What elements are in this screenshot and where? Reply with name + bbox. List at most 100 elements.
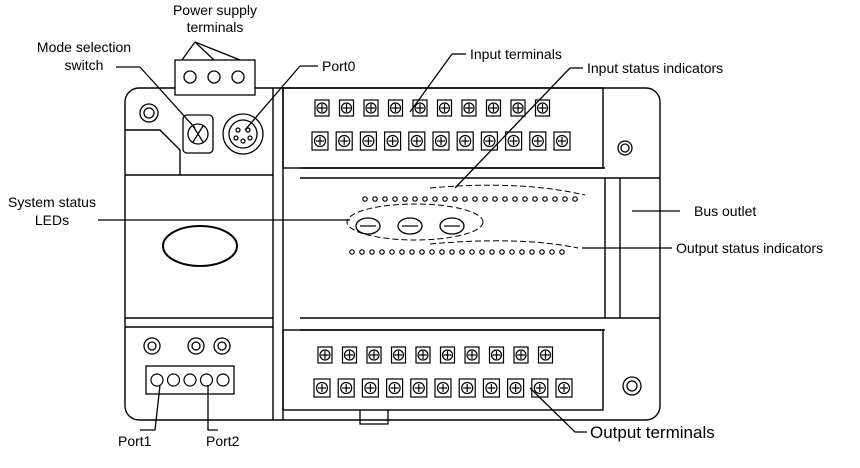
output-terminal-screw [341, 346, 358, 364]
input-terminal-screw [387, 99, 404, 117]
output-status-led [359, 249, 365, 255]
input-status-led [492, 196, 498, 202]
label-input-status-indicators: Input status indicators [587, 60, 723, 76]
label-system-status-line1: System status [8, 194, 96, 210]
output-terminal-screw [337, 378, 355, 398]
mounting-holes [139, 103, 642, 396]
input-status-led [552, 196, 558, 202]
input-status-led [432, 196, 438, 202]
leader-lines [98, 41, 680, 433]
output-terminal-screw [313, 378, 331, 398]
output-status-led [509, 249, 515, 255]
input-status-led [522, 196, 528, 202]
label-output-status-indicators: Output status indicators [676, 240, 823, 256]
input-status-led [472, 196, 478, 202]
output-terminal-screw [537, 346, 554, 364]
input-status-led [572, 196, 578, 202]
output-status-led [449, 249, 455, 255]
output-status-led [469, 249, 475, 255]
input-status-led [482, 196, 488, 202]
input-status-led [362, 196, 368, 202]
port1-port2-block [145, 337, 235, 395]
label-port0: Port0 [322, 58, 356, 74]
input-terminal-screw [480, 131, 498, 151]
output-terminal-screw [415, 346, 431, 364]
logo-window [162, 225, 238, 267]
input-terminal-screw [485, 99, 502, 117]
output-terminal-screw [317, 346, 333, 364]
label-port2: Port2 [206, 433, 240, 449]
label-mode-selection-line2: switch [65, 57, 104, 73]
label-system-status-line2: LEDs [35, 212, 69, 228]
port-pin [216, 373, 230, 387]
label-output-terminals: Output terminals [590, 423, 715, 442]
output-terminal-screw [482, 378, 500, 398]
output-status-led [409, 249, 415, 255]
input-terminal-screw [412, 99, 428, 117]
input-terminal-screw [529, 131, 547, 151]
input-terminal-screw [510, 99, 526, 117]
output-terminal-screw [531, 378, 549, 398]
label-power-supply-line1: Power supply [173, 2, 257, 18]
output-terminal-screw [366, 346, 382, 364]
port-pin [150, 373, 164, 387]
input-terminal-screw [436, 99, 453, 117]
highlight-outlines [346, 184, 586, 249]
input-terminal-screw [432, 131, 450, 151]
output-status-led [419, 249, 425, 255]
input-status-led [532, 196, 538, 202]
power-supply-block [174, 59, 256, 96]
label-port1: Port1 [118, 433, 152, 449]
label-mode-selection-line1: Mode selection [37, 39, 131, 55]
input-terminal-screw [408, 131, 426, 151]
output-status-led [479, 249, 485, 255]
output-terminal-screw [361, 378, 379, 398]
input-terminal-screw [363, 99, 379, 117]
input-status-led [502, 196, 508, 202]
input-terminal-screw [461, 99, 477, 117]
output-terminal-screw [439, 346, 456, 364]
output-status-led [559, 249, 565, 255]
output-terminal-screw [488, 346, 505, 364]
output-terminal-screw [434, 378, 452, 398]
system-status-led-group [355, 217, 465, 235]
label-input-terminals: Input terminals [470, 46, 562, 62]
port-pin [183, 373, 197, 387]
output-terminal-screw [386, 378, 404, 398]
din-clip [359, 410, 389, 425]
input-terminal-screw [504, 131, 523, 151]
input-terminal-screw [553, 131, 571, 151]
input-terminal-screw [359, 131, 377, 151]
input-terminal-screw [384, 131, 402, 151]
output-status-led [399, 249, 405, 255]
output-status-led [389, 249, 395, 255]
port0-connector [222, 113, 264, 155]
input-terminal-screw [456, 131, 474, 151]
output-status-led [349, 249, 355, 255]
input-status-led [512, 196, 518, 202]
output-status-led [499, 249, 505, 255]
input-status-led [422, 196, 428, 202]
output-terminal-screw [410, 378, 428, 398]
output-terminal-screw [458, 378, 476, 398]
mode-switch [182, 114, 214, 154]
output-terminal-screw [390, 346, 407, 364]
input-terminal-screw [314, 99, 330, 117]
output-status-led-row [349, 249, 565, 255]
output-status-led [439, 249, 445, 255]
output-terminal-screw [464, 346, 480, 364]
input-status-led [402, 196, 408, 202]
input-status-led [442, 196, 448, 202]
input-status-led [562, 196, 568, 202]
label-bus-outlet: Bus outlet [694, 203, 756, 219]
input-status-led-row [362, 196, 578, 202]
input-status-led [542, 196, 548, 202]
output-status-led [459, 249, 465, 255]
input-terminal-screw [338, 99, 355, 117]
output-terminal-screw [555, 378, 573, 398]
output-status-led [489, 249, 495, 255]
input-status-led [452, 196, 458, 202]
input-status-led [462, 196, 468, 202]
